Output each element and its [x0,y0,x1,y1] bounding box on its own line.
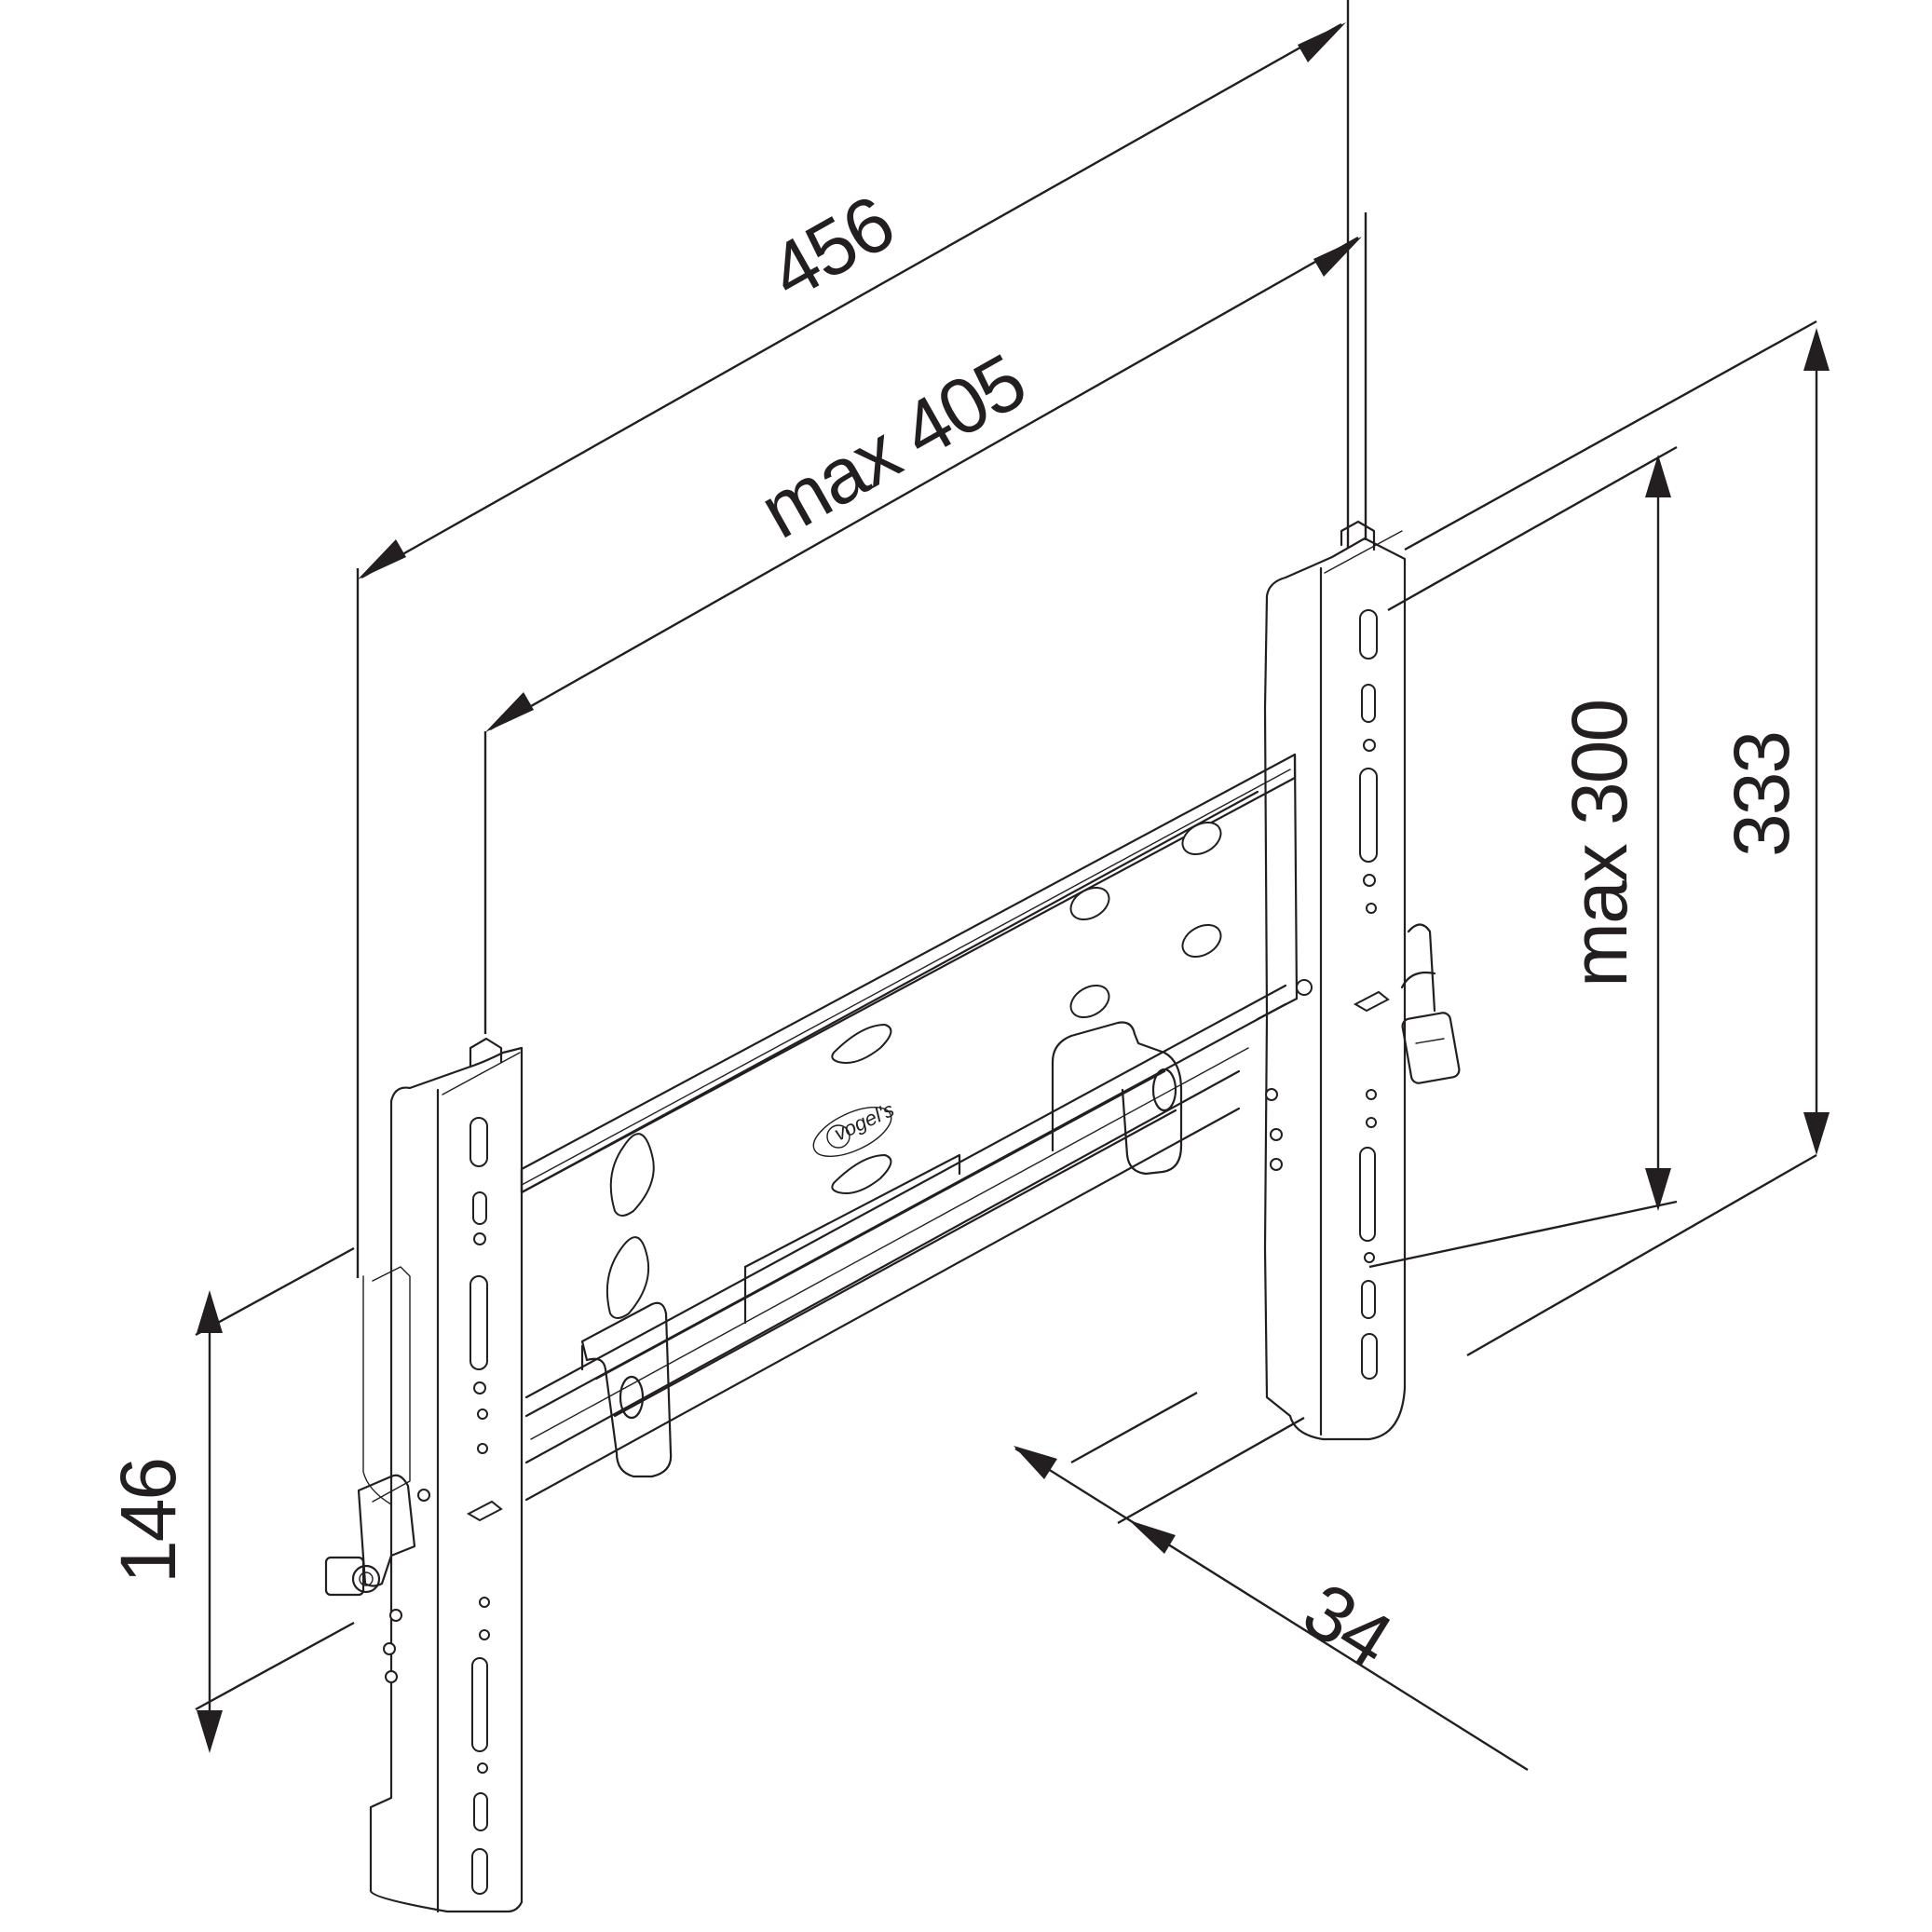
lock-knob-left [324,1474,430,1683]
keyhole-slot [605,1236,650,1319]
arrow-405-left [485,692,534,732]
spacer-bracket-right [1051,1021,1183,1176]
svg-text:vogel's: vogel's [831,1097,898,1145]
left-upright [324,1037,524,1913]
dimension-max-405-label: max 405 [746,337,1040,555]
support-rod [594,1068,1177,1420]
dimension-max-300: max 300 [1368,445,1678,1269]
dimension-max-405: max 405 [483,212,1367,1034]
dimension-456: 456 [356,0,1350,1278]
dimension-456-label: 456 [755,179,907,317]
arrow-34-right [1129,1520,1176,1554]
keyhole-slot [831,1153,892,1194]
mounting-boss [1181,821,1222,856]
dimension-333: 333 [1404,320,1830,1357]
arrow-456-right [1298,22,1346,62]
dimension-34-label: 34 [1288,1566,1406,1684]
spacer-bracket-left [580,1301,673,1478]
padlock-icon [1400,923,1461,1084]
arrow-300-bottom [1645,1168,1671,1211]
arrow-333-top [1803,328,1830,371]
dimension-max-300-label: max 300 [1556,701,1643,987]
arrow-146-bottom [197,1710,223,1753]
keyhole-slot [831,1023,892,1064]
dimension-146-label: 146 [104,1459,192,1584]
arrow-333-bottom [1803,1112,1830,1155]
mounting-boss [1181,923,1222,959]
right-upright [1263,520,1461,1441]
dimension-146: 146 [104,1246,355,1753]
arrow-456-left [358,539,406,579]
mounting-boss [1069,886,1110,921]
dimension-34: 34 [1014,1391,1529,1772]
arrow-34-left [1014,1446,1057,1479]
mounting-boss [1069,984,1110,1019]
arrow-405-right [1313,237,1362,277]
arrow-146-top [197,1290,223,1333]
dimension-333-label: 333 [1718,732,1805,857]
arrow-300-top [1645,455,1671,497]
keyhole-slot [609,1133,655,1217]
